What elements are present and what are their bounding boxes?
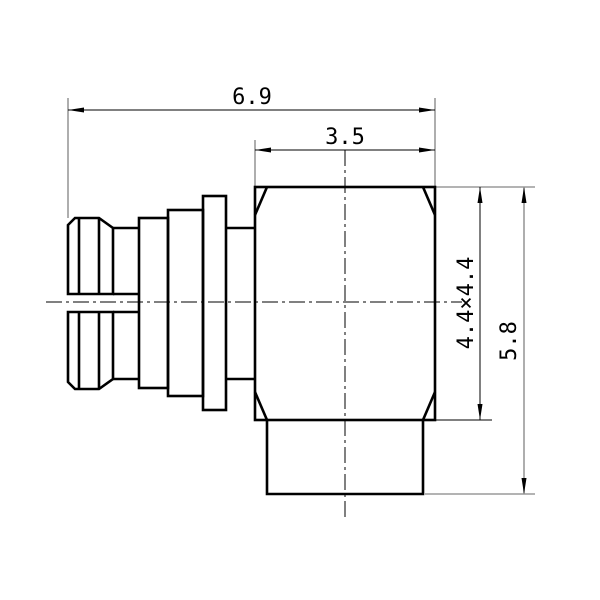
- collar: [137, 216, 170, 390]
- chamfer-bl: [253, 391, 269, 421]
- extension-lines: [67, 98, 535, 495]
- dim-label-overall-height: 5.8: [497, 321, 522, 361]
- stub: [226, 226, 255, 381]
- arrow-left-icon: [255, 147, 271, 153]
- tip-upper: [66, 216, 115, 296]
- contact-tip: [66, 216, 115, 391]
- arrow-down-icon: [521, 478, 527, 494]
- dim-label-overall-length: 6.9: [232, 85, 272, 110]
- chamfer-tr: [421, 186, 437, 216]
- arrow-down-icon: [477, 404, 483, 420]
- shoulder: [166, 208, 205, 398]
- tip-lower: [66, 310, 115, 391]
- flange: [201, 194, 228, 412]
- arrow-left-icon: [68, 107, 84, 113]
- arrow-right-icon: [419, 147, 435, 153]
- dim-label-cross-section: 4.4×4.4: [454, 257, 479, 350]
- chamfer-br: [421, 391, 437, 421]
- dim-label-body-length: 3.5: [325, 125, 365, 150]
- chamfer-tl: [253, 186, 269, 216]
- body-outline: [253, 185, 437, 422]
- base-stem: [265, 420, 425, 496]
- main-body: [253, 185, 437, 422]
- neck: [113, 226, 139, 381]
- dimension-lines: [68, 107, 527, 494]
- arrow-right-icon: [419, 107, 435, 113]
- arrow-up-icon: [521, 187, 527, 203]
- centerlines: [46, 150, 462, 518]
- arrow-up-icon: [477, 187, 483, 203]
